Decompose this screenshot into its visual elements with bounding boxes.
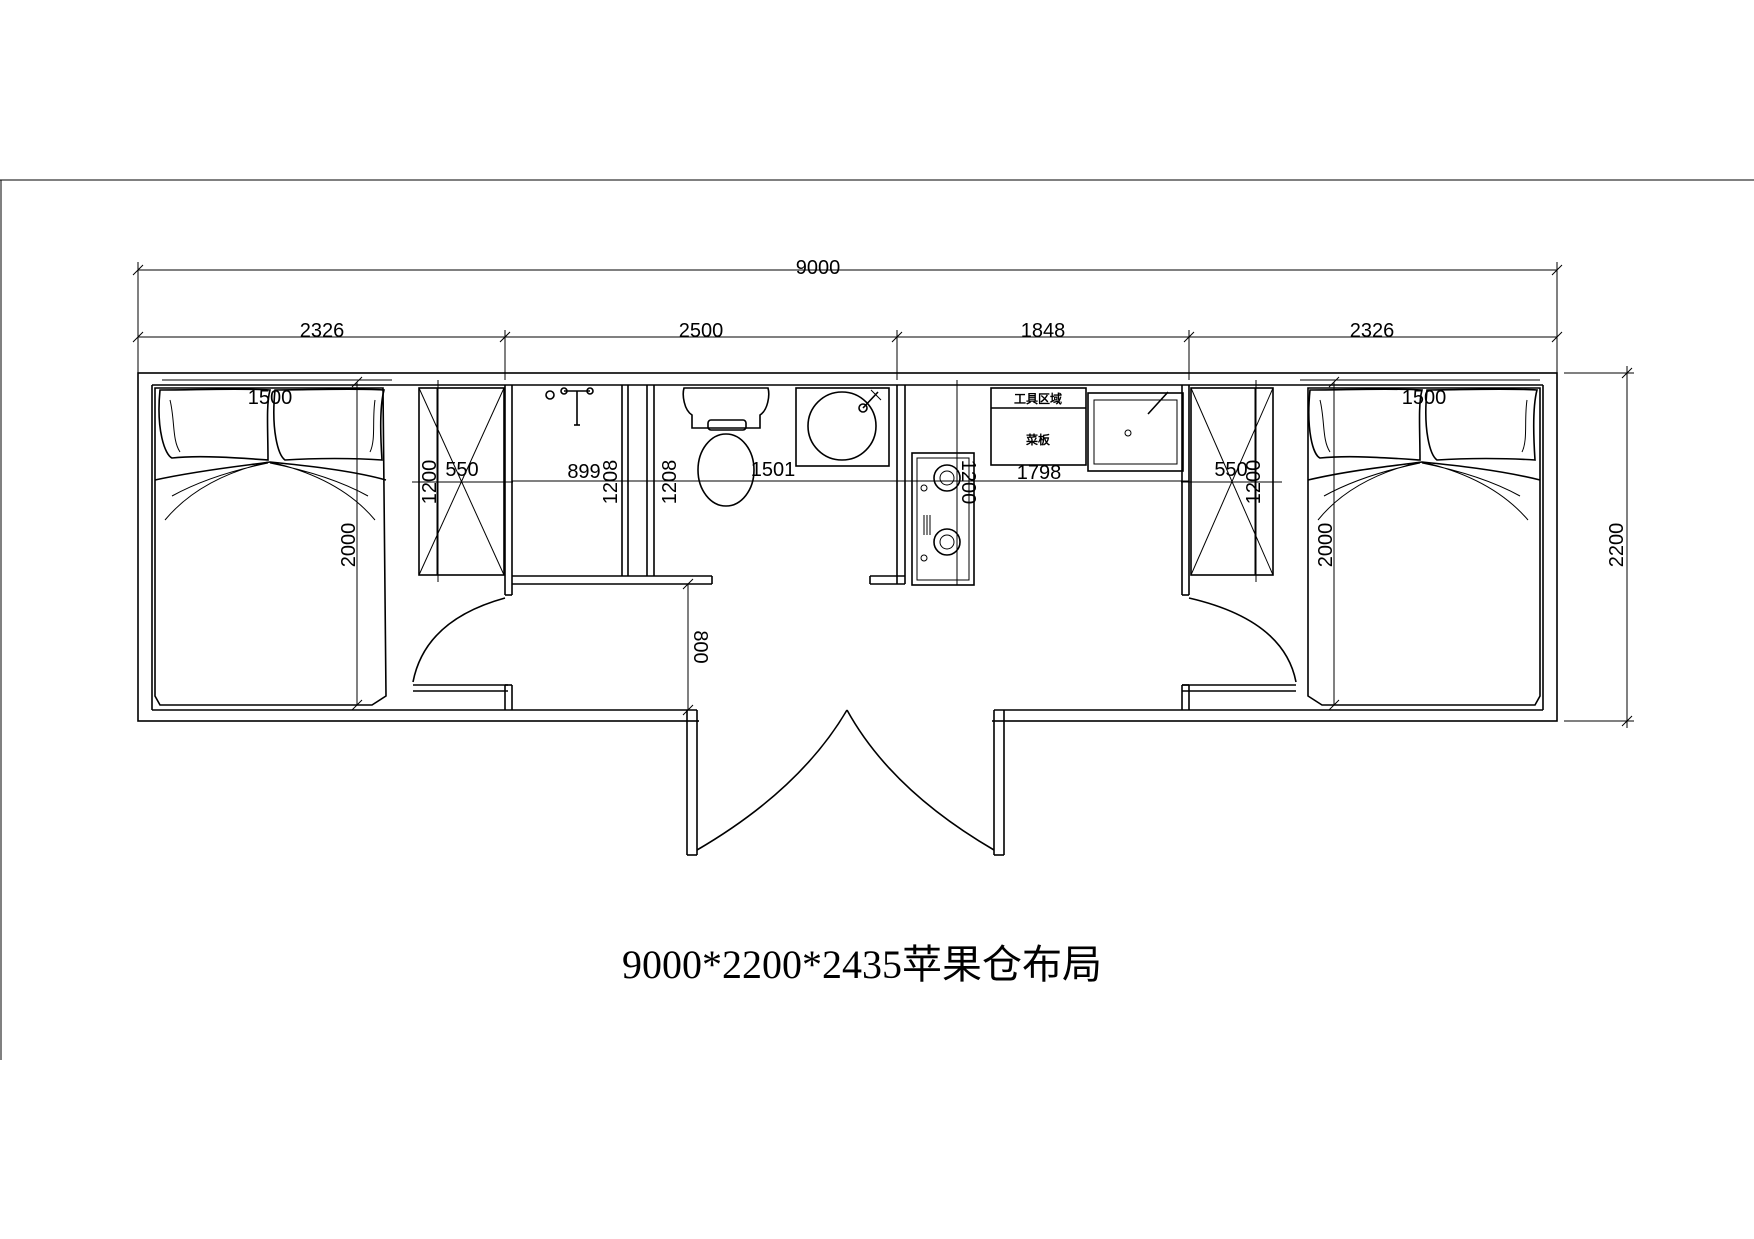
dim-hallway-width: 800: [689, 630, 711, 663]
burner-icon: [933, 464, 961, 492]
burner-icon: [933, 528, 961, 556]
bed-left: 1500 2000: [154, 376, 392, 711]
outer-walls: [137, 372, 1558, 723]
door-right-bedroom[interactable]: [1182, 597, 1297, 692]
dim-shower-depth: 1208: [600, 460, 622, 505]
kitchen-sink: [1087, 391, 1184, 472]
basin-icon: [807, 391, 877, 461]
dim-2200: 2200: [1606, 523, 1628, 568]
dim-closet-right-depth: 550: [1214, 459, 1247, 481]
plan-title: 9000*2200*2435苹果仓布局: [622, 942, 1102, 987]
dim-bed-right-length: 2000: [1315, 523, 1337, 568]
dim-bed-left-width: 1500: [248, 387, 293, 409]
hallway-dimension: 800: [682, 578, 711, 716]
sheet-border: [0, 179, 1754, 1060]
dim-toilet-depth: 1208: [659, 460, 681, 505]
dimension-sections: 2326 2500 1848 2326: [132, 320, 1563, 380]
dim-shower-width: 899: [567, 461, 600, 483]
shower-valve-icon: [545, 390, 555, 400]
dim-section-4: 2326: [1350, 320, 1395, 342]
dim-9000: 9000: [796, 257, 841, 279]
closet-right: 550 1200: [1181, 380, 1282, 582]
dim-bed-left-length: 2000: [338, 523, 360, 568]
closet-left: 550 1200: [412, 380, 513, 582]
partition-right-bedroom: [1181, 385, 1190, 710]
door-left-bedroom[interactable]: [412, 597, 508, 692]
bed-right: 1500 2000: [1300, 376, 1541, 711]
dim-cooktop-length: 1200: [957, 460, 979, 505]
drain-icon: [1124, 429, 1132, 437]
washbasin: [795, 387, 890, 467]
dimension-overall-length: 9000: [132, 257, 1563, 380]
dim-closet-left-length: 1200: [419, 460, 441, 505]
dim-closet-right-length: 1200: [1243, 460, 1265, 505]
faucet-icon: [858, 403, 868, 413]
entry-double-door[interactable]: [696, 709, 995, 851]
dim-bath-length: 1501: [751, 459, 796, 481]
cutting-board-label: 菜板: [1025, 432, 1051, 447]
dimension-overall-width: 2200: [1564, 366, 1634, 728]
toilet: 1208 1501: [659, 387, 796, 507]
bathroom-door-wall: [869, 385, 906, 585]
entry-vestibule: [686, 710, 1005, 856]
counter: 工具区域 菜板 1798: [905, 387, 1189, 484]
cooktop: 1200: [911, 380, 979, 586]
partition-left-bedroom: [504, 385, 513, 710]
dim-closet-left-depth: 550: [445, 459, 478, 481]
shower: 899 1208: [512, 385, 905, 576]
dim-section-2: 2500: [679, 320, 724, 342]
dim-section-3: 1848: [1021, 320, 1066, 342]
tool-area-label: 工具区域: [1014, 391, 1062, 406]
dim-section-1: 2326: [300, 320, 345, 342]
dim-counter-length: 1798: [1017, 462, 1062, 484]
dim-bed-right-width: 1500: [1402, 387, 1447, 409]
